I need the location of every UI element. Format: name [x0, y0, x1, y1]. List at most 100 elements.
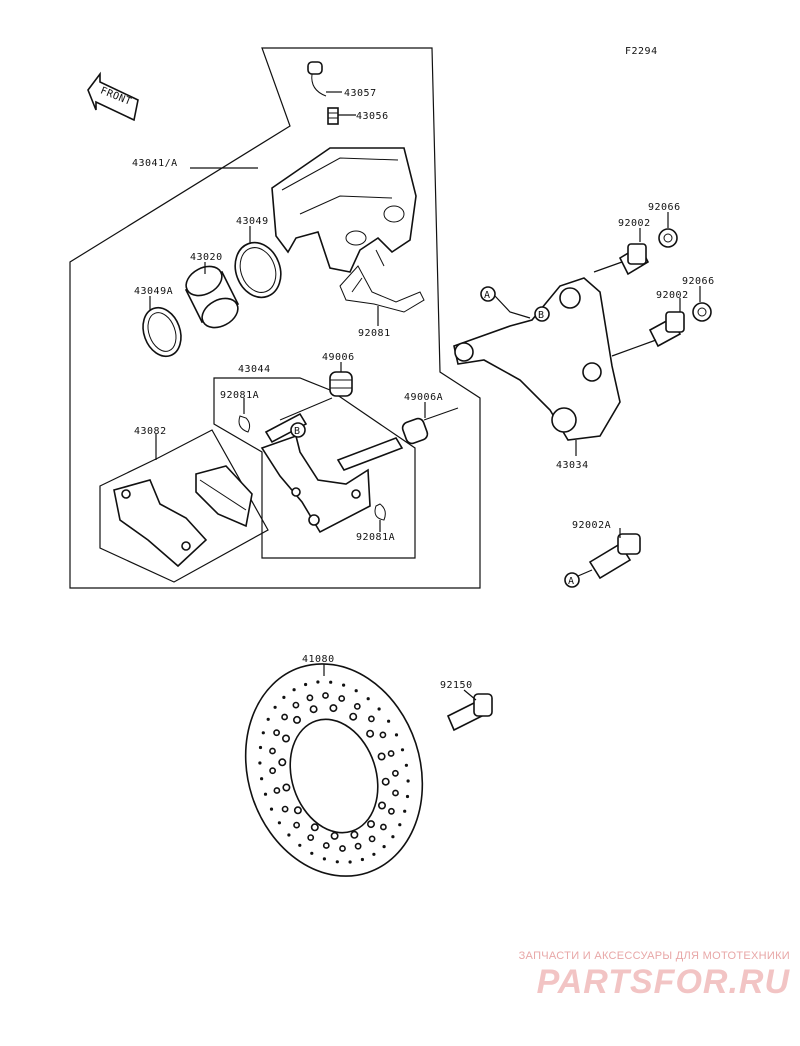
disc-hole [281, 713, 288, 721]
disc-hole [338, 695, 346, 702]
disc-hole [406, 779, 410, 783]
watermark-logo: PARTSFOR.RU [536, 963, 790, 1001]
disc-hole [360, 857, 364, 862]
disc-hole [394, 733, 399, 737]
part-92081: 92081 [358, 328, 391, 339]
disc-hole [366, 820, 375, 829]
disc-hole [273, 705, 277, 709]
part-92066-b: 92066 [682, 276, 715, 287]
boot-a-icon [401, 407, 459, 445]
disc-hole [392, 789, 399, 797]
bolt-upper-icon [618, 243, 650, 276]
disc-hole [298, 843, 302, 847]
marker-a-icon: A [564, 572, 580, 588]
pin-clip-bottom-icon [374, 503, 386, 521]
disc-hole [310, 851, 314, 855]
disc-hole [322, 857, 326, 861]
disc-hole [372, 852, 376, 856]
marker-b-icon: B [290, 422, 306, 438]
disc-hole [377, 801, 386, 810]
dust-seal-icon [142, 306, 182, 358]
disc-hole [273, 729, 280, 737]
marker-b-label-left: B [294, 426, 301, 437]
disc-hole [310, 823, 319, 832]
caliper-holder-icon [260, 397, 404, 534]
disc-hole [329, 704, 338, 713]
disc-hole [260, 777, 264, 781]
disc-hole [400, 748, 405, 752]
nut-upper-icon [658, 228, 678, 248]
brake-pad-icon [113, 465, 253, 568]
brake-disc-icon [244, 663, 424, 877]
disc-hole [306, 694, 314, 702]
disc-hole [405, 794, 410, 799]
disc-hole [367, 715, 375, 723]
marker-a-label-bottom: A [568, 576, 575, 587]
piston-seal-icon [234, 241, 282, 299]
disc-hole [403, 809, 407, 813]
disc-hole [330, 831, 339, 840]
disc-hole [353, 703, 361, 710]
disc-hole [307, 834, 315, 841]
disc-hole [391, 769, 399, 777]
disc-hole [377, 752, 386, 761]
part-43049a: 43049A [134, 286, 173, 297]
disc-hole [379, 731, 387, 739]
disc-hole [269, 767, 276, 775]
disc-hole [335, 860, 339, 864]
boot-icon [329, 371, 353, 397]
bleeder-valve-icon [327, 107, 339, 125]
disc-hole [261, 731, 265, 735]
part-43082: 43082 [134, 426, 167, 437]
marker-b-bracket-icon: B [534, 306, 550, 322]
part-43049: 43049 [236, 216, 269, 227]
part-92002-a: 92002 [618, 218, 651, 229]
watermark-tagline: ЗАПЧАСТИ И АКСЕССУАРЫ ДЛЯ МОТОТЕХНИКИ [518, 950, 790, 962]
holder-assembly-outline [213, 377, 416, 559]
part-41080: 41080 [302, 654, 335, 665]
disc-hole [350, 830, 359, 839]
disc-hole [292, 715, 301, 724]
disc-hole [398, 823, 402, 827]
nut-lower-icon [692, 302, 712, 322]
disc-hole [354, 689, 358, 693]
disc-bolt-icon [446, 693, 493, 732]
part-49006a: 49006A [404, 392, 443, 403]
front-arrow-icon: FRONT [87, 71, 139, 122]
disc-hole [368, 835, 376, 843]
bolt-lower-icon [648, 311, 685, 348]
marker-a-bracket-icon: A [480, 286, 496, 302]
disc-hole [387, 719, 391, 723]
disc-hole [282, 783, 291, 792]
disc-hole [354, 842, 362, 850]
disc-hole [258, 761, 262, 765]
caliper-body-icon [271, 147, 417, 273]
part-92150: 92150 [440, 680, 473, 691]
disc-hole [277, 821, 281, 825]
disc-hole [293, 821, 300, 829]
disc-hole [281, 734, 290, 743]
part-92081a-top: 92081A [220, 390, 259, 401]
part-43041a: 43041/A [132, 158, 178, 169]
caliper-bracket-icon [453, 277, 621, 441]
bleeder-cap-icon [307, 61, 327, 97]
marker-a-label-top: A [484, 290, 491, 301]
disc-hole [382, 845, 386, 849]
part-92066-a: 92066 [648, 202, 681, 213]
disc-hole [379, 823, 387, 831]
part-92002-b: 92002 [656, 290, 689, 301]
disc-hole [342, 683, 346, 687]
part-49006: 49006 [322, 352, 355, 363]
disc-hole [258, 745, 263, 750]
disc-hole [309, 705, 318, 714]
pad-spring-icon [339, 265, 425, 313]
disc-hole [281, 805, 289, 813]
disc-hole [269, 807, 274, 811]
disc-hole [266, 717, 270, 721]
part-43020: 43020 [190, 252, 223, 263]
part-92081a-bot: 92081A [356, 532, 395, 543]
disc-hole [366, 729, 375, 738]
pin-clip-icon [238, 415, 251, 433]
disc-hole [293, 806, 302, 815]
